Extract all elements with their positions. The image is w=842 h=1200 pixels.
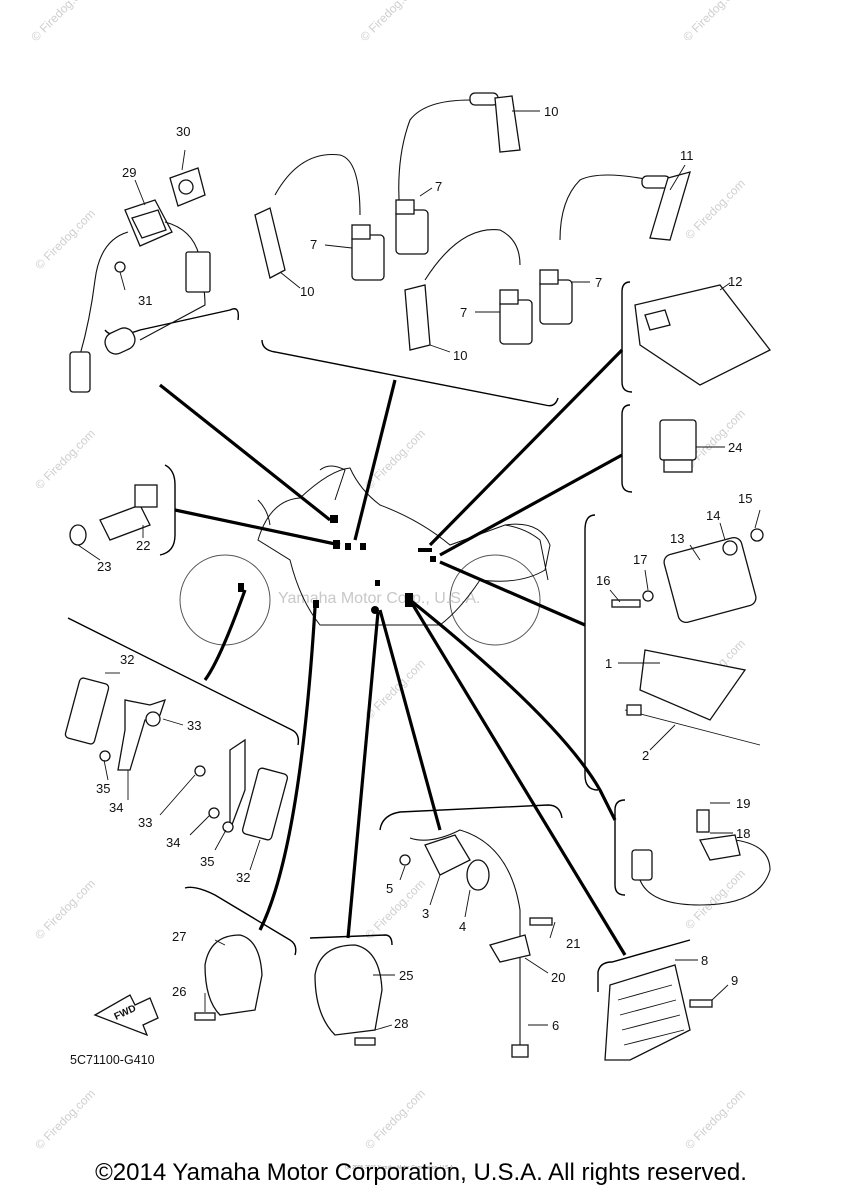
callout-32: 32 bbox=[236, 870, 250, 885]
watermark-text: © Firedog.com bbox=[362, 426, 428, 492]
motorcycle-outline bbox=[179, 465, 551, 646]
callout-12: 12 bbox=[728, 274, 742, 289]
group-frames bbox=[67, 281, 691, 992]
callout-33: 33 bbox=[187, 718, 201, 733]
watermark-text: © Firedog.com bbox=[362, 1086, 428, 1152]
callout-7: 7 bbox=[435, 179, 442, 194]
callout-29: 29 bbox=[122, 165, 136, 180]
callout-7: 7 bbox=[310, 237, 317, 252]
watermark-text: © Firedog.com bbox=[682, 1086, 748, 1152]
callout-26: 26 bbox=[172, 984, 186, 999]
ignition-coils bbox=[254, 92, 691, 351]
callout-34: 34 bbox=[166, 835, 180, 850]
callout-30: 30 bbox=[176, 124, 190, 139]
callout-19: 19 bbox=[736, 796, 750, 811]
callout-20: 20 bbox=[551, 970, 565, 985]
callout-3: 3 bbox=[422, 906, 429, 921]
callout-28: 28 bbox=[394, 1016, 408, 1031]
callout-24: 24 bbox=[728, 440, 742, 455]
callout-22: 22 bbox=[136, 538, 150, 553]
callout-10: 10 bbox=[453, 348, 467, 363]
copyright-notice: ©2014 Yamaha Motor Corporation, U.S.A. A… bbox=[95, 1159, 747, 1186]
callout-25: 25 bbox=[399, 968, 413, 983]
callout-labels: 30 29 31 10 7 7 7 7 10 10 11 12 24 22 23… bbox=[96, 104, 752, 1033]
fuel-sender-assembly bbox=[69, 167, 211, 393]
crank-sensor bbox=[631, 809, 771, 906]
callout-4: 4 bbox=[459, 919, 466, 934]
callout-32: 32 bbox=[120, 652, 134, 667]
watermark-text: © Firedog.com bbox=[682, 176, 748, 242]
watermark-text: © Firedog.com bbox=[357, 0, 423, 44]
callout-33: 33 bbox=[138, 815, 152, 830]
fwd-arrow: FWD bbox=[93, 994, 159, 1037]
callout-5: 5 bbox=[386, 881, 393, 896]
watermark-text: © Firedog.com bbox=[362, 876, 428, 942]
callout-10: 10 bbox=[544, 104, 558, 119]
callout-7: 7 bbox=[460, 305, 467, 320]
watermark-text: © Firedog.com bbox=[682, 866, 748, 932]
watermark-tiny-text: (c) 2005-2016 Yamaha Motor Corporation, … bbox=[345, 1165, 455, 1171]
callout-16: 16 bbox=[596, 573, 610, 588]
callout-8: 8 bbox=[701, 953, 708, 968]
callout-11: 11 bbox=[680, 148, 694, 163]
watermark-text: © Firedog.com bbox=[32, 1086, 98, 1152]
stator-lead-assembly bbox=[399, 829, 553, 1058]
callout-13: 13 bbox=[670, 531, 684, 546]
callout-31: 31 bbox=[138, 293, 152, 308]
watermark-text: © Firedog.com bbox=[680, 0, 746, 44]
ecu-and-relay bbox=[634, 284, 771, 473]
callout-15: 15 bbox=[738, 491, 752, 506]
callout-27: 27 bbox=[172, 929, 186, 944]
watermark-text: © Firedog.com bbox=[32, 426, 98, 492]
callout-35: 35 bbox=[200, 854, 214, 869]
sensor-assembly bbox=[69, 484, 158, 546]
callout-17: 17 bbox=[633, 552, 647, 567]
callout-7: 7 bbox=[595, 275, 602, 290]
horns bbox=[194, 934, 383, 1046]
watermark-text: © Firedog.com bbox=[28, 0, 94, 44]
callout-9: 9 bbox=[731, 973, 738, 988]
callout-1: 1 bbox=[605, 656, 612, 671]
rectifier-regulator bbox=[604, 964, 713, 1061]
watermark-text: © Firedog.com bbox=[32, 206, 98, 272]
watermark-center-text: Yamaha Motor Corp., U.S.A. bbox=[278, 590, 480, 607]
starter-relay-assembly bbox=[611, 528, 764, 746]
horn-stays bbox=[64, 677, 289, 841]
callout-2: 2 bbox=[642, 748, 649, 763]
callout-23: 23 bbox=[97, 559, 111, 574]
callout-18: 18 bbox=[736, 826, 750, 841]
group-leaders bbox=[159, 348, 627, 956]
callout-leaders bbox=[77, 110, 761, 1031]
watermark-text: © Firedog.com bbox=[32, 876, 98, 942]
callout-10: 10 bbox=[300, 284, 314, 299]
callout-34: 34 bbox=[109, 800, 123, 815]
callout-21: 21 bbox=[566, 936, 580, 951]
callout-35: 35 bbox=[96, 781, 110, 796]
diagram-code: 5C71100-G410 bbox=[70, 1053, 155, 1067]
callout-6: 6 bbox=[552, 1018, 559, 1033]
callout-14: 14 bbox=[706, 508, 720, 523]
